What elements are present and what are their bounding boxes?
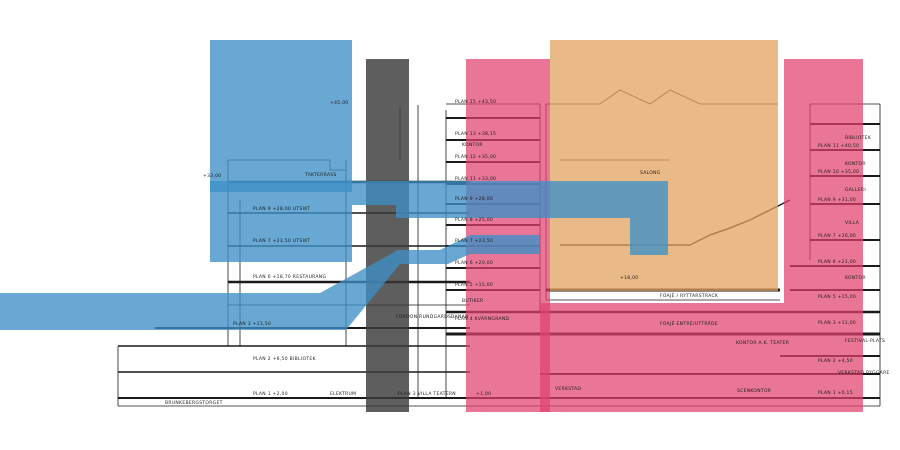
floor-label: PLAN 7 +26,00 — [818, 234, 857, 239]
room-label: VERKSTAD — [555, 387, 582, 392]
room-label: SCENKONTOR — [737, 389, 772, 394]
room-label: TAKTERRASS — [305, 173, 337, 178]
room-label: VERKSTAD BYGGARE — [838, 371, 890, 376]
floor-label-plan7: PLAN 7 +23,50 UTSIKT — [253, 239, 311, 244]
room-label: FOAJÉ ENTRÉ/UTTRÄDE — [660, 322, 718, 327]
floor-label-plan9: PLAN 9 +28,00 UTSIKT — [253, 207, 311, 212]
room-label: FESTIVAL-PLATS — [845, 339, 886, 344]
floor-label: PLAN 1 +0,15 — [818, 391, 853, 396]
lower-hall-block — [540, 303, 784, 412]
upper-connection — [210, 181, 668, 255]
room-label: FOAJÉ / RYTTARSTRACK — [660, 294, 719, 299]
dimension-label: +1,00 — [476, 392, 492, 397]
lower-ramp — [0, 235, 540, 330]
west-tower-block — [210, 40, 352, 262]
room-label: BUTIKER — [462, 299, 484, 304]
floor-label: PLAN 3 VILLA TEATERN — [398, 392, 456, 397]
dimension-label: +33,00 — [203, 174, 222, 179]
floor-label: PLAN 12 +35,00 — [455, 155, 497, 160]
floor-label: PLAN 11 +33,00 — [455, 177, 497, 182]
floor-label: PLAN 9 +31,00 — [818, 198, 857, 203]
floor-label: PLAN 8 +25,00 — [455, 218, 494, 223]
dimension-label: +45,00 — [330, 101, 349, 106]
room-label: KONTOR A.K. TEATER — [736, 341, 790, 346]
room-label: KONTOR — [845, 162, 866, 167]
dimension-label: +18,00 — [620, 276, 639, 281]
floor-label: PLAN 6 +21,00 — [818, 260, 857, 265]
floor-label: PLAN 6 +20,00 — [455, 261, 494, 266]
floor-label-plan1: PLAN 1 +2,00 — [253, 392, 288, 397]
floor-label: PLAN 3 +11,00 — [818, 321, 857, 326]
street-label: BRUNKEBERGSTORGET — [165, 401, 223, 406]
room-label: KONTOR — [462, 143, 483, 148]
floor-label: PLAN 9 +28,00 — [455, 197, 494, 202]
floor-label: PLAN 10 +35,00 — [818, 170, 860, 175]
floor-label: PLAN 15 +43,50 — [455, 100, 497, 105]
floor-label: PLAN 5 +15,00 — [818, 295, 857, 300]
room-label: VILLA — [845, 221, 860, 226]
room-label: GALLERI — [845, 188, 866, 193]
floor-label: PLAN 11 +40,50 — [818, 144, 860, 149]
floor-label-plan6: PLAN 6 +18,70 RESTAURANG — [253, 275, 327, 280]
floor-label: PLAN 13 +38,15 — [455, 132, 497, 137]
floor-label-plan3: PLAN 3 +11,50 — [233, 322, 272, 327]
floor-label: PLAN 5 +15,00 — [455, 283, 494, 288]
room-label: KONTOR — [845, 276, 866, 281]
floor-label: PLAN 7 +23,50 — [455, 239, 494, 244]
room-label: ELEKTRUM — [330, 392, 357, 397]
east-tower-block — [784, 59, 863, 412]
floor-label: PLAN 2 +4,50 — [818, 359, 853, 364]
hall-label: SALONG — [640, 171, 661, 176]
room-label: BIBLIOTEK — [845, 136, 872, 141]
core-tower-block — [366, 59, 409, 412]
floor-label: PLAN 4 KVARNGRAND — [455, 317, 510, 322]
floor-label-plan2: PLAN 2 +6,50 BIBLIOTEK — [253, 357, 316, 362]
room-label: FORDON RUNDGARDSBANAN — [396, 315, 469, 320]
